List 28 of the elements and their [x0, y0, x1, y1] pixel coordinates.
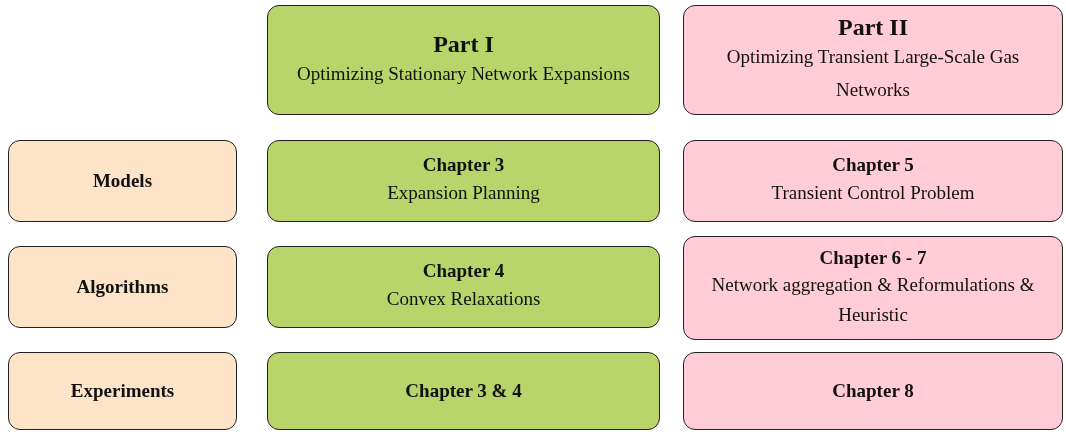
description: Expansion Planning [387, 181, 540, 205]
heading: Chapter 6 - 7 [819, 246, 927, 270]
description: Optimizing Stationary Network Expansions [297, 61, 630, 86]
row-header-box [8, 140, 237, 222]
description: Transient Control Problem [771, 181, 975, 205]
chapter-box [267, 140, 660, 222]
row-header-box [8, 246, 237, 328]
chapter-box [683, 352, 1063, 430]
description: Optimizing Transient Large-Scale Gas Networks [725, 45, 1021, 102]
heading: Part II [838, 14, 908, 40]
heading: Chapter 5 [832, 153, 914, 177]
part-box [267, 5, 660, 115]
chapter-box [267, 246, 660, 328]
heading: Chapter 3 [422, 153, 505, 177]
row-header-box [8, 352, 237, 430]
chapter-box [267, 352, 660, 430]
heading: Part I [433, 30, 494, 57]
chapter-box [683, 236, 1063, 340]
heading: Chapter 3 & 4 [405, 379, 522, 403]
heading: Algorithms [76, 275, 169, 299]
heading: Chapter 4 [422, 259, 505, 283]
description: Convex Relaxations [386, 287, 541, 311]
heading: Experiments [70, 379, 175, 403]
part-box [683, 5, 1063, 115]
description: Network aggregation & Reformulations & Heuristic [710, 273, 1036, 327]
heading: Chapter 8 [832, 379, 914, 403]
heading: Models [92, 169, 153, 193]
chapter-box [683, 140, 1063, 222]
